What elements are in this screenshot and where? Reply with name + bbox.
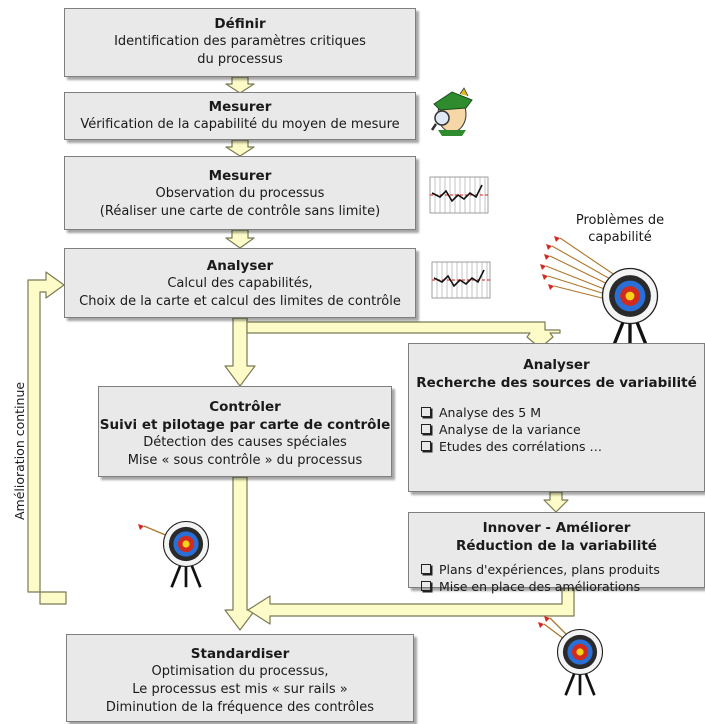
arrow-mesurer-mesurer xyxy=(225,139,255,157)
step-title: Analyser xyxy=(523,357,590,373)
step-title: Mesurer xyxy=(208,99,272,115)
arrow-feedback-loop xyxy=(27,271,67,605)
control-chart-icon xyxy=(431,261,491,299)
label-line: capabilité xyxy=(588,230,652,245)
step-mesurer-1: Mesurer Vérification de la capabilité du… xyxy=(64,92,416,140)
step-title: Innover - Améliorer xyxy=(482,520,631,536)
step-list: Analyse des 5 M Analyse de la variance E… xyxy=(409,404,704,455)
step-mesurer-2: Mesurer Observation du processus (Réalis… xyxy=(64,156,416,230)
step-definir: Définir Identification des paramètres cr… xyxy=(64,8,416,77)
arrow-analyser2-innover xyxy=(543,491,569,513)
step-text: (Réaliser une carte de contrôle sans lim… xyxy=(99,204,381,219)
continuous-improvement-label: Amélioration continue xyxy=(12,381,27,520)
step-text: Diminution de la fréquence des contrôles xyxy=(105,700,375,715)
step-title: Standardiser xyxy=(190,646,290,662)
checkbox-icon xyxy=(421,581,431,591)
step-text: Calcul des capabilités, xyxy=(167,276,313,291)
list-item: Analyse de la variance xyxy=(421,421,704,438)
step-text: du processus xyxy=(197,52,283,67)
step-title: Analyser xyxy=(206,258,274,274)
step-controler: Contrôler Suivi et pilotage par carte de… xyxy=(98,386,392,477)
step-text: Mise « sous contrôle » du processus xyxy=(127,453,363,468)
arrow-definir-mesurer xyxy=(225,76,255,94)
control-chart-icon xyxy=(429,176,489,214)
checkbox-icon xyxy=(421,424,431,434)
step-title: Définir xyxy=(214,16,266,32)
step-subtitle: Recherche des sources de variabilité xyxy=(416,375,697,391)
step-text: Choix de la carte et calcul des limites … xyxy=(79,294,401,309)
label-line: Problèmes de xyxy=(575,213,665,228)
step-text: Le processus est mis « sur rails » xyxy=(132,682,348,697)
list-item: Etudes des corrélations … xyxy=(421,438,704,455)
step-analyser-2: Analyser Recherche des sources de variab… xyxy=(408,343,705,492)
target-icon xyxy=(540,236,660,351)
arrow-controler-standardiser xyxy=(224,476,256,631)
step-subtitle: Réduction de la variabilité xyxy=(456,538,657,554)
step-innover: Innover - Améliorer Réduction de la vari… xyxy=(408,512,705,594)
step-text: Observation du processus xyxy=(155,186,325,201)
list-item: Plans d'expériences, plans produits xyxy=(421,561,704,578)
arrow-innover-standardiser xyxy=(247,587,575,625)
checkbox-icon xyxy=(421,564,431,574)
step-text: Identification des paramètres critiques xyxy=(114,34,366,49)
list-item: Analyse des 5 M xyxy=(421,404,704,421)
step-text: Optimisation du processus, xyxy=(151,664,329,679)
step-standardiser: Standardiser Optimisation du processus, … xyxy=(66,634,414,722)
step-analyser-1: Analyser Calcul des capabilités, Choix d… xyxy=(64,248,416,318)
step-title: Mesurer xyxy=(208,168,272,184)
step-list: Plans d'expériences, plans produits Mise… xyxy=(409,561,704,595)
target-icon xyxy=(138,520,210,589)
step-text: Détection des causes spéciales xyxy=(143,435,347,450)
step-title: Contrôler xyxy=(209,399,281,415)
step-subtitle: Suivi et pilotage par carte de contrôle xyxy=(99,417,391,433)
inspector-icon xyxy=(430,87,473,136)
arrow-mesurer-analyser xyxy=(225,229,255,249)
checkbox-icon xyxy=(421,441,431,451)
capability-problems-label: Problèmes de capabilité xyxy=(560,212,680,246)
target-icon xyxy=(538,616,604,697)
checkbox-icon xyxy=(421,407,431,417)
arrow-analyser-branch xyxy=(246,321,561,349)
step-text: Vérification de la capabilité du moyen d… xyxy=(80,117,400,132)
list-item: Mise en place des améliorations xyxy=(421,578,704,595)
